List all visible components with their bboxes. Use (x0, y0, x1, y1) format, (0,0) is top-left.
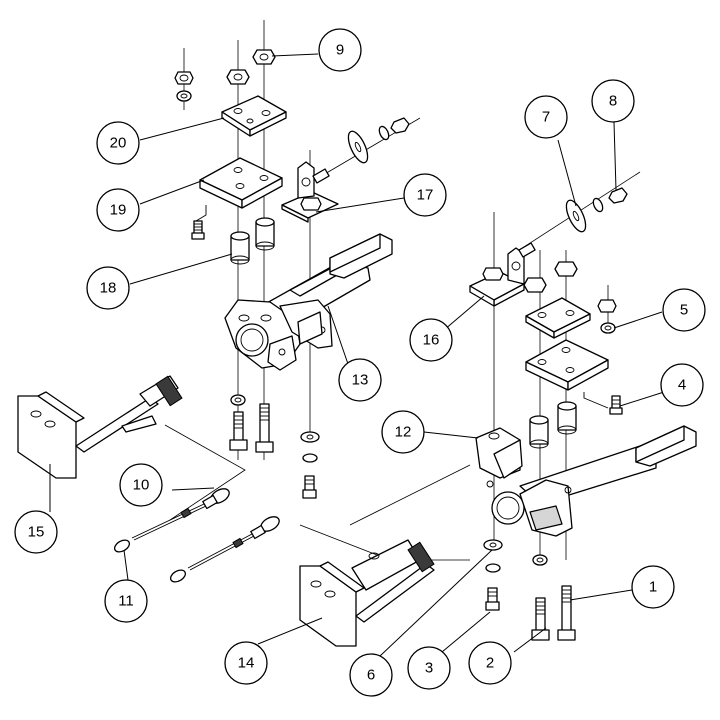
plate-right-top (525, 297, 591, 339)
callout-7-label: 7 (542, 109, 550, 126)
callout-4: 4 (660, 363, 704, 407)
callout-8: 8 (591, 79, 635, 123)
callout-1: 1 (631, 565, 675, 609)
washer-6 (483, 539, 503, 551)
callout-16: 16 (409, 318, 453, 362)
left-bottom-lock-washer (302, 453, 318, 463)
left-lock-washer-small (176, 90, 192, 102)
callout-11-label: 11 (118, 593, 134, 610)
left-lower-washer (230, 394, 246, 406)
lock-washer-right (592, 197, 604, 213)
left-nut-small (174, 71, 194, 85)
callout-19: 19 (96, 188, 140, 232)
bracket-16 (469, 242, 536, 307)
callout-9: 9 (318, 28, 362, 72)
callout-2: 2 (468, 641, 512, 685)
bolt-small-left (191, 205, 207, 240)
left-nut-center (226, 69, 250, 85)
plate-19 (199, 157, 283, 209)
callout-20: 20 (96, 121, 140, 165)
callout-15: 15 (14, 510, 58, 554)
callout-13: 13 (338, 358, 382, 402)
callout-14-label: 14 (238, 655, 255, 672)
callout-19-label: 19 (110, 202, 127, 219)
bracket-13 (224, 233, 393, 371)
callout-16-label: 16 (423, 332, 440, 349)
right-nut-center (523, 277, 547, 293)
plate-20 (221, 95, 287, 137)
lock-washer-5 (600, 322, 616, 334)
tow-arm-14 (299, 539, 435, 647)
callout-14: 14 (224, 641, 268, 685)
bolt-left-b (255, 403, 274, 453)
bolt-left-a (229, 411, 248, 451)
nut-9 (252, 49, 276, 65)
safety-cable-10 (113, 488, 230, 553)
safety-cable-11 (169, 516, 280, 583)
callout-17-label: 17 (417, 187, 434, 204)
callout-4-label: 4 (678, 377, 686, 394)
nut-left-side (390, 117, 410, 134)
bolt-4 (583, 392, 623, 415)
leader-lines (49, 53, 665, 657)
callout-9-label: 9 (336, 42, 344, 59)
left-bottom-washer (300, 431, 320, 443)
callout-12: 12 (381, 410, 425, 454)
callout-13-label: 13 (352, 372, 369, 389)
right-nut-top (554, 261, 578, 277)
callout-10-label: 10 (133, 477, 150, 494)
bolt-1 (557, 585, 576, 641)
callout-2-label: 2 (486, 655, 494, 672)
callout-1-label: 1 (649, 579, 657, 596)
callout-3-label: 3 (425, 660, 433, 677)
nut-small-right (597, 299, 617, 313)
bolt-2 (531, 597, 550, 641)
callout-6: 6 (349, 653, 393, 697)
tow-arm-15 (17, 375, 183, 479)
left-bottom-bolt (302, 475, 317, 499)
callout-5: 5 (662, 288, 706, 332)
callout-6-label: 6 (367, 667, 375, 684)
washer-large-left (347, 130, 369, 164)
callout-8-label: 8 (609, 93, 617, 110)
callout-18: 18 (86, 266, 130, 310)
callout-17: 17 (403, 173, 447, 217)
callout-3: 3 (407, 646, 451, 690)
callout-11: 11 (104, 579, 148, 623)
right-lock-washer (485, 563, 501, 573)
callout-20-label: 20 (110, 135, 127, 152)
plate-right-square (525, 339, 609, 391)
bracket-17 (281, 161, 339, 223)
nut-8 (608, 187, 628, 204)
callout-7: 7 (524, 95, 568, 139)
callout-15-label: 15 (28, 524, 45, 541)
spacer-18 (230, 217, 275, 265)
spacer-right (529, 401, 577, 449)
lock-washer-left (378, 125, 390, 141)
callout-5-label: 5 (680, 302, 688, 319)
right-washer-center (532, 554, 548, 566)
callout-10: 10 (119, 463, 163, 507)
callout-18-label: 18 (100, 280, 117, 297)
bracket-12 (475, 425, 697, 537)
callout-12-label: 12 (395, 424, 412, 441)
washer-7 (565, 199, 587, 233)
bolt-3 (485, 587, 500, 611)
